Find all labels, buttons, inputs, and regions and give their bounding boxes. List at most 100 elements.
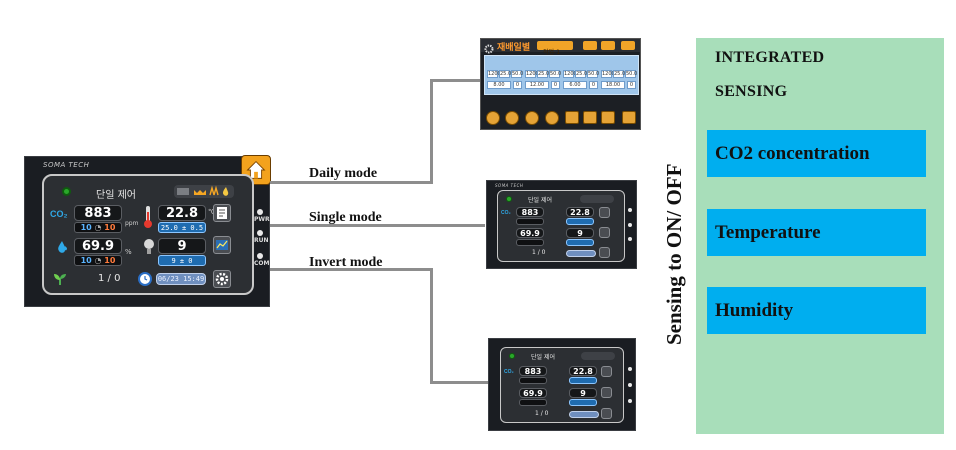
daily-save-button[interactable] [601, 111, 615, 124]
daily-up-button[interactable] [486, 111, 500, 125]
connector-daily-h2 [430, 79, 480, 82]
run-label: RUN [254, 237, 269, 244]
daily-cell[interactable]: 8.00 [487, 81, 511, 89]
humidity-unit: % [125, 248, 132, 256]
daily-cell[interactable]: 50.0 [625, 70, 638, 78]
daily-paste-button[interactable] [583, 111, 597, 124]
daily-tag[interactable]: 작업-1 [537, 41, 573, 56]
status-icons-group [580, 195, 614, 203]
co2-sub-values [519, 377, 547, 384]
co2-sub-values [516, 218, 544, 225]
daily-cell[interactable]: 25.0 [537, 70, 550, 78]
graph-button[interactable] [599, 227, 610, 238]
co2-concentration-item: CO2 concentration [707, 130, 926, 177]
daily-back-button[interactable] [622, 111, 636, 124]
light-setpoint[interactable] [566, 239, 594, 246]
daily-cell[interactable]: 1200 [487, 70, 501, 78]
status-indicator-icon [509, 353, 515, 359]
daily-fast-down-button[interactable] [545, 111, 559, 125]
daily-cell[interactable]: 0 [551, 81, 560, 89]
brand-logo: SOMA TECH [43, 161, 90, 169]
temperature-unit: ℃ [208, 208, 216, 216]
co2-value: 883 [516, 207, 544, 217]
daily-title: 재배일별 [497, 43, 531, 53]
light-setpoint[interactable] [569, 399, 597, 406]
connector-single [270, 224, 485, 227]
daily-cell[interactable]: 12.00 [525, 81, 549, 89]
single-mode-device: SOMA TECH 단일 제어 CO₂ 883 22.8 69.9 9 1 / … [486, 180, 637, 269]
daily-cell[interactable]: 25.0 [499, 70, 512, 78]
invert-mode-screen: 단일 제어 CO₂ 883 22.8 69.9 9 1 / 0 [500, 347, 624, 423]
clock-display [569, 411, 599, 418]
daily-cell[interactable]: 1200 [563, 70, 577, 78]
pwr-led [628, 367, 632, 371]
daily-cell[interactable]: 50.0 [549, 70, 562, 78]
clock-display: 06/23 15:49 [156, 273, 206, 285]
temperature-setpoint[interactable] [569, 377, 597, 384]
temperature-value: 22.8 [158, 205, 206, 221]
run-led [628, 223, 632, 227]
daily-cell[interactable]: 50.0 [511, 70, 524, 78]
graph-button[interactable] [601, 387, 612, 398]
document-button[interactable] [213, 204, 231, 222]
single-mode-screen: 단일 제어 CO₂ 883 22.8 69.9 9 1 / 0 [497, 190, 625, 262]
daily-cell[interactable]: 25.0 [613, 70, 626, 78]
humidity-sub-a: 10 [80, 256, 92, 265]
document-button[interactable] [601, 366, 612, 377]
settings-gear-icon [484, 41, 494, 59]
settings-button[interactable] [213, 270, 231, 288]
daily-toggle-2[interactable] [601, 41, 615, 50]
temperature-setpoint[interactable]: 25.0 ± 0.5 [158, 222, 206, 233]
humidity-sub-values [519, 399, 547, 406]
daily-cell[interactable]: 0 [513, 81, 522, 89]
pwr-led [257, 209, 263, 215]
daily-cell[interactable]: 6.00 [563, 81, 587, 89]
clock-icon [138, 272, 152, 291]
co2-value: 883 [519, 366, 547, 376]
com-led [628, 399, 632, 403]
com-led [257, 253, 263, 259]
status-icons-group [174, 185, 234, 198]
temperature-setpoint[interactable] [566, 218, 594, 225]
com-label: COM [254, 260, 270, 267]
light-value: 9 [569, 388, 597, 398]
settings-button[interactable] [601, 408, 612, 419]
daily-down-button[interactable] [505, 111, 519, 125]
connector-invert-h1 [270, 268, 433, 271]
run-led [628, 383, 632, 387]
daily-fast-up-button[interactable] [525, 111, 539, 125]
temperature-value: 22.8 [569, 366, 597, 376]
daily-cell[interactable]: 50.0 [587, 70, 600, 78]
connector-daily-h1 [270, 181, 432, 184]
daily-mode-screen: 재배일별 작업-1 1200 25.0 50.0 1200 25.0 50.0 … [480, 38, 641, 130]
settings-button[interactable] [599, 247, 610, 258]
daily-schedule-grid: 1200 25.0 50.0 1200 25.0 50.0 1200 25.0 … [484, 55, 639, 95]
temperature-item: Temperature [707, 209, 926, 256]
document-button[interactable] [599, 207, 610, 218]
connector-invert-v [430, 268, 433, 384]
light-setpoint[interactable]: 9 ± 0 [158, 255, 206, 266]
sensor-status-icons [177, 185, 229, 196]
daily-cell[interactable]: 25.0 [575, 70, 588, 78]
screen-title: 단일 제어 [531, 354, 555, 361]
daily-cell[interactable]: 1200 [525, 70, 539, 78]
single-mode-label: Single mode [309, 210, 382, 225]
daily-mode-label: Daily mode [309, 166, 378, 181]
co2-icon: CO₂ [504, 369, 514, 375]
gauge-icon: ◔ [94, 256, 102, 265]
daily-copy-button[interactable] [565, 111, 579, 124]
clock-display [566, 250, 596, 257]
co2-sub-values: 10 ◔ 10 [74, 222, 122, 233]
integrated-sensing-panel: INTEGRATED SENSING CO2 concentration Tem… [696, 38, 944, 434]
document-icon [217, 207, 227, 219]
daily-cell[interactable]: 0 [589, 81, 598, 89]
light-value: 9 [158, 238, 206, 254]
invert-mode-device: 단일 제어 CO₂ 883 22.8 69.9 9 1 / 0 [488, 338, 636, 431]
daily-home-button[interactable] [621, 41, 635, 50]
daily-cell[interactable]: 1200 [601, 70, 615, 78]
daily-cell[interactable]: 18.00 [601, 81, 625, 89]
co2-sub-b: 10 [104, 223, 116, 232]
graph-button[interactable] [213, 236, 231, 254]
daily-cell[interactable]: 0 [627, 81, 636, 89]
daily-toggle-1[interactable] [583, 41, 597, 50]
